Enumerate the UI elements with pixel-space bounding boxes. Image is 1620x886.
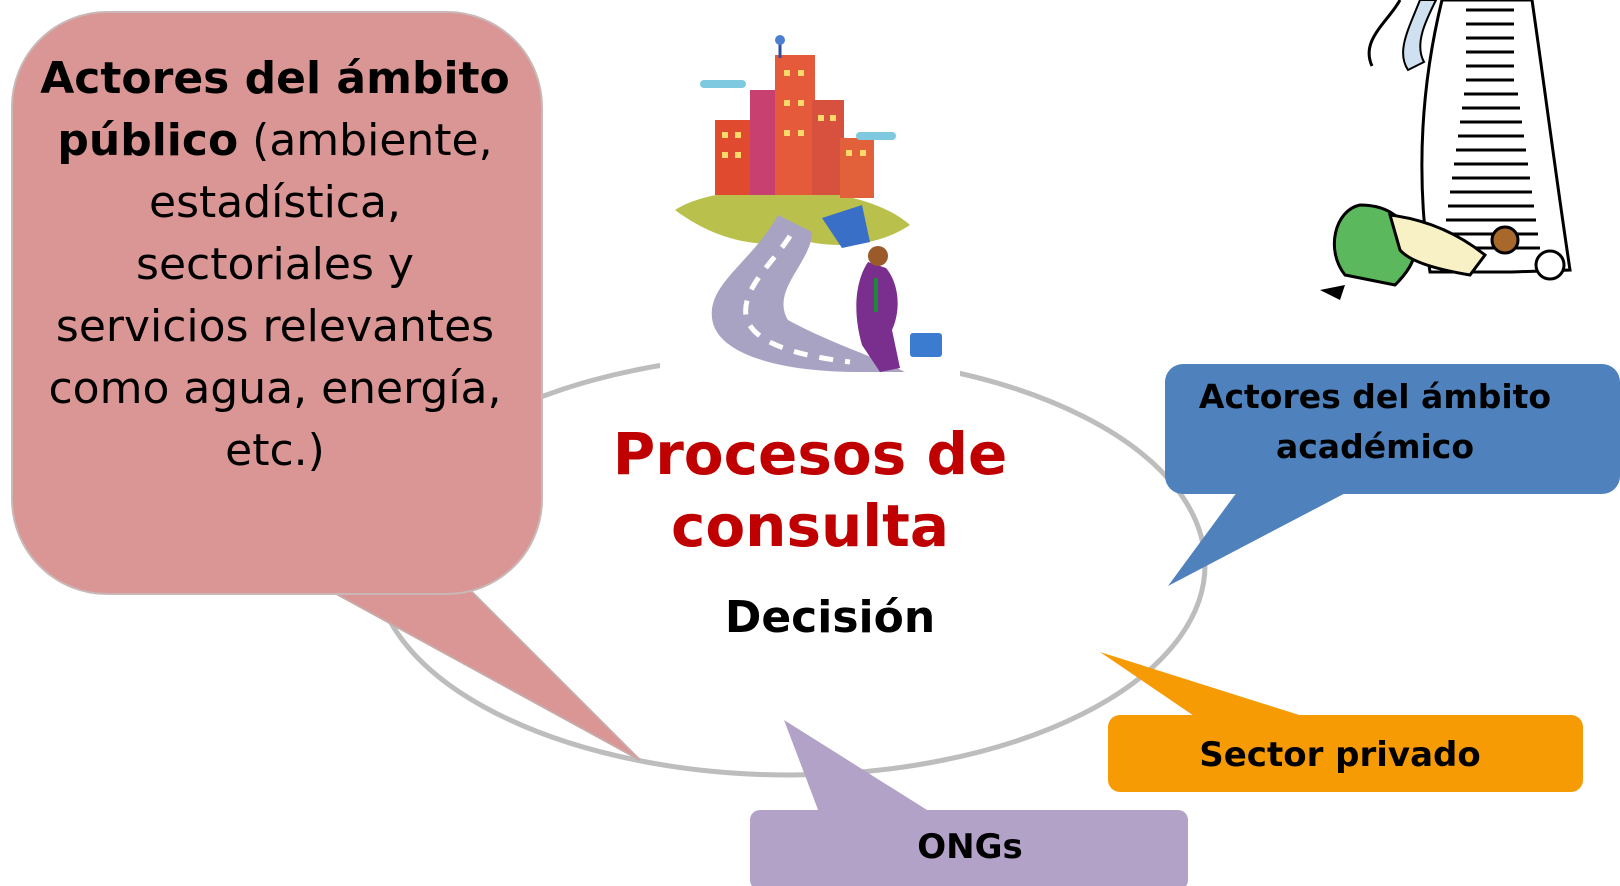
public-callout-pointer bbox=[319, 584, 641, 761]
private-sector-label: Sector privado bbox=[1199, 735, 1481, 775]
public-actors-label: Actores del ámbito público (ambiente, es… bbox=[40, 48, 510, 482]
public-callout-box bbox=[11, 11, 543, 595]
ngo-label: ONGs bbox=[917, 827, 1023, 867]
ngo-callout-box bbox=[750, 810, 1188, 886]
private-callout-pointer bbox=[1100, 652, 1315, 720]
city-on-hill-icon bbox=[660, 35, 960, 405]
ngo-callout-pointer bbox=[784, 720, 935, 815]
ngo-callout bbox=[750, 720, 1188, 886]
center-subtitle: Decisión bbox=[724, 592, 936, 643]
academic-actors-callout bbox=[1165, 364, 1620, 586]
public-actors-detail: (ambiente, estadística, sectoriales y se… bbox=[48, 115, 502, 476]
center-title: Procesos de consulta bbox=[612, 420, 1008, 560]
academic-actors-label: Actores del ámbito académico bbox=[1198, 377, 1552, 466]
searching-person-icon bbox=[1320, 0, 1572, 300]
public-actors-bold: Actores del ámbito público bbox=[40, 53, 510, 166]
academic-callout-box bbox=[1165, 364, 1620, 494]
private-sector-callout bbox=[1100, 652, 1583, 792]
academic-callout-pointer bbox=[1168, 488, 1355, 586]
private-callout-box bbox=[1108, 715, 1583, 792]
public-actors-callout bbox=[11, 11, 641, 761]
